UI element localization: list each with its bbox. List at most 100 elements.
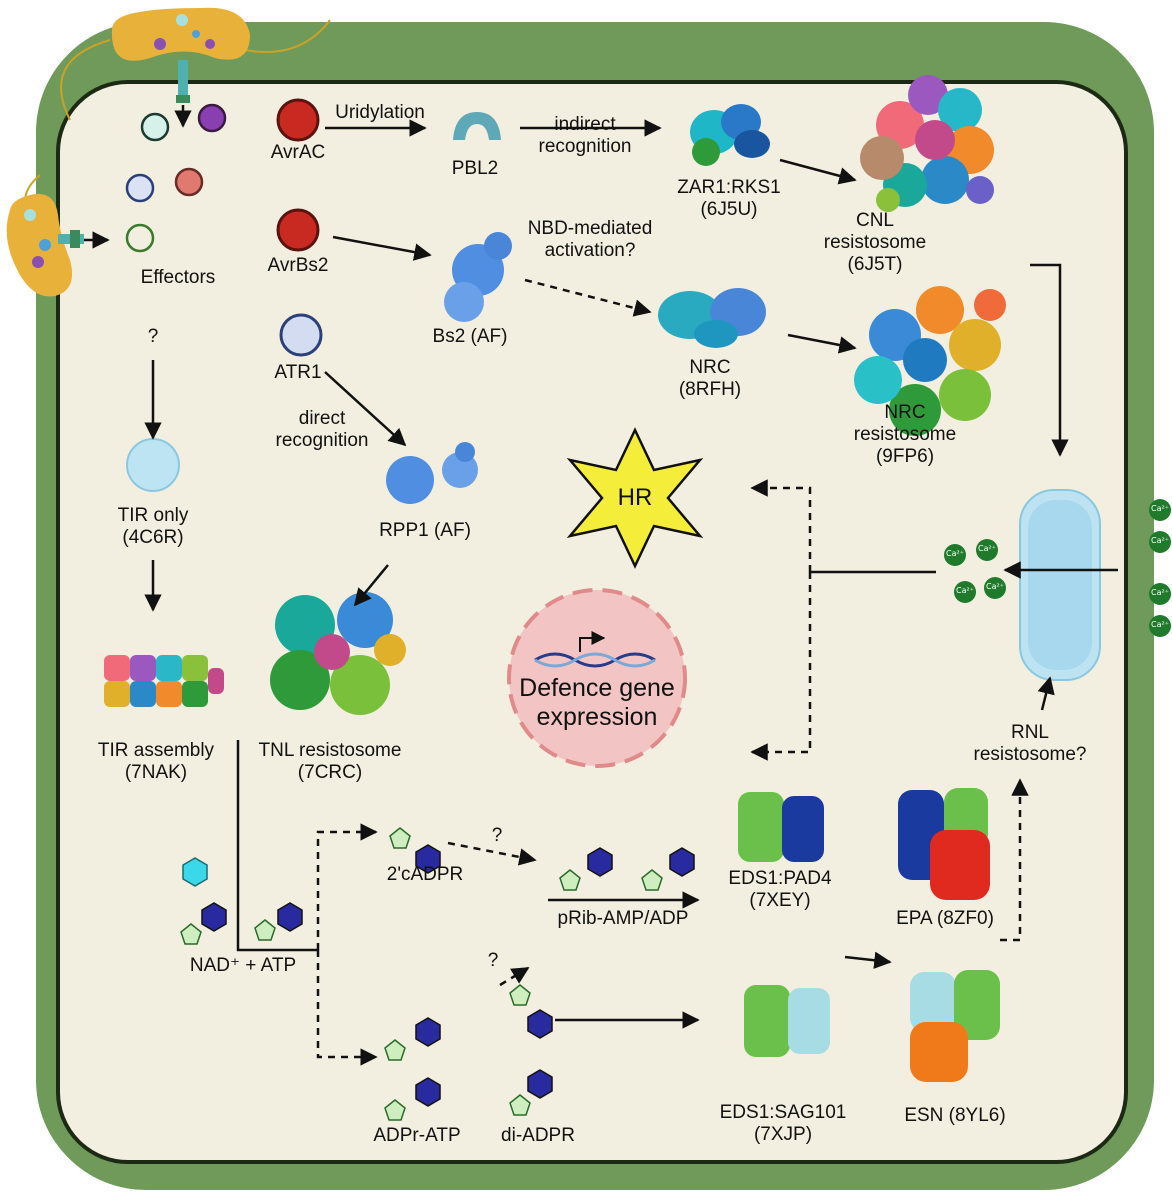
label-eds1-pad4: EDS1:PAD4 (7XEY) bbox=[715, 868, 845, 912]
atr1-circle bbox=[279, 313, 323, 357]
label-avrac: AvrAC bbox=[270, 142, 326, 163]
label-eds1-sag101: EDS1:SAG101 (7XJP) bbox=[708, 1102, 858, 1146]
label-indirect-line2: recognition bbox=[538, 136, 632, 157]
cadpr-molecule bbox=[389, 827, 441, 874]
label-bs2: Bs2 (AF) bbox=[432, 326, 508, 347]
atp-molecule bbox=[254, 902, 303, 941]
prib-molecules bbox=[559, 847, 695, 891]
bacterium-top bbox=[60, 7, 331, 121]
label-zar1-line2: (6J5U) bbox=[700, 199, 758, 220]
label-direct-recognition: direct recognition bbox=[262, 408, 382, 452]
label-defence-gene: Defence gene expression bbox=[512, 674, 682, 732]
tnl-resistosome bbox=[270, 592, 406, 715]
label-direct-line2: recognition bbox=[275, 430, 369, 451]
label-cnl-line3: (6J5T) bbox=[847, 254, 903, 275]
label-nbd-line2: activation? bbox=[544, 240, 636, 261]
label-indirect-line1: indirect bbox=[554, 114, 616, 135]
bs2-protein bbox=[444, 232, 512, 322]
label-tir-only: TIR only (4C6R) bbox=[100, 505, 206, 549]
di-adpr-molecule bbox=[509, 984, 553, 1116]
label-question-low: ? bbox=[487, 950, 499, 971]
label-rpp1: RPP1 (AF) bbox=[379, 520, 471, 541]
avrac-circle bbox=[276, 98, 320, 142]
label-hr: HR bbox=[617, 484, 653, 511]
solid-arrows bbox=[144, 119, 1118, 1029]
label-cadpr: 2'cADPR bbox=[386, 864, 464, 885]
tir-only-protein bbox=[126, 438, 180, 492]
hr-star bbox=[566, 427, 704, 569]
label-rnl-line2: resistosome? bbox=[973, 744, 1087, 765]
eds1-sag101-protein bbox=[744, 985, 830, 1057]
nad-molecule bbox=[180, 857, 227, 945]
nucleus bbox=[507, 588, 687, 768]
ca-label: Ca²⁺ bbox=[1151, 536, 1169, 545]
avrbs2-circle bbox=[276, 208, 320, 252]
label-effectors: Effectors bbox=[140, 267, 216, 288]
label-tnl-resistosome: TNL resistosome (7CRC) bbox=[245, 740, 415, 784]
label-question-left: ? bbox=[147, 326, 159, 347]
calcium-ions bbox=[944, 499, 1171, 637]
label-question-mid: ? bbox=[491, 825, 503, 846]
label-pbl2: PBL2 bbox=[451, 158, 499, 179]
label-eds1pad4-line2: (7XEY) bbox=[749, 890, 811, 911]
label-tir-assembly: TIR assembly (7NAK) bbox=[86, 740, 226, 784]
label-uridylation: Uridylation bbox=[335, 102, 425, 123]
label-nbd-line1: NBD-mediated bbox=[527, 218, 653, 239]
eds1-pad4-protein bbox=[738, 792, 824, 862]
rnl-channel bbox=[1019, 489, 1101, 681]
label-tir-only-line2: (4C6R) bbox=[122, 527, 184, 548]
label-defence-line2: expression bbox=[536, 703, 658, 731]
label-direct-line1: direct bbox=[298, 408, 346, 429]
ca-label: Ca²⁺ bbox=[978, 544, 996, 553]
zar1-protein bbox=[690, 104, 770, 166]
label-cnl-line2: resistosome bbox=[823, 232, 927, 253]
ca-label: Ca²⁺ bbox=[1151, 620, 1169, 629]
label-rnl-line1: RNL bbox=[1010, 722, 1049, 743]
label-eds1sag-line2: (7XJP) bbox=[753, 1124, 813, 1145]
label-rnl-resistosome: RNL resistosome? bbox=[960, 722, 1100, 766]
label-tir-assembly-line2: (7NAK) bbox=[124, 762, 188, 783]
label-tnl-line2: (7CRC) bbox=[297, 762, 363, 783]
label-cnl-line1: CNL bbox=[855, 210, 894, 231]
label-prib: pRib-AMP/ADP bbox=[557, 908, 689, 929]
pbl2-protein bbox=[453, 112, 501, 140]
label-nrcres-line3: (9FP6) bbox=[875, 446, 935, 467]
label-epa: EPA (8ZF0) bbox=[896, 908, 994, 929]
rpp1-protein bbox=[386, 442, 478, 504]
epa-protein bbox=[898, 788, 990, 900]
ca-label: Ca²⁺ bbox=[1151, 588, 1169, 597]
label-cnl-resistosome: CNL resistosome (6J5T) bbox=[810, 210, 940, 276]
label-nrc-line2: (8RFH) bbox=[678, 379, 742, 400]
label-avrbs2: AvrBs2 bbox=[267, 255, 329, 276]
label-di-adpr: di-ADPR bbox=[501, 1125, 575, 1146]
label-atr1: ATR1 bbox=[274, 362, 322, 383]
ca-label: Ca²⁺ bbox=[1151, 504, 1169, 513]
label-zar1: ZAR1:RKS1 (6J5U) bbox=[664, 177, 794, 221]
nrc-protein bbox=[658, 288, 766, 348]
label-nrcres-line2: resistosome bbox=[853, 424, 957, 445]
cnl-resistosome bbox=[860, 75, 994, 212]
effector-circles bbox=[125, 103, 227, 253]
adpr-atp-molecule bbox=[384, 1017, 441, 1121]
label-nrc-resistosome: NRC resistosome (9FP6) bbox=[840, 402, 970, 468]
label-nbd-activation: NBD-mediated activation? bbox=[510, 218, 670, 262]
tir-assembly bbox=[104, 655, 224, 707]
label-tir-assembly-line1: TIR assembly bbox=[97, 740, 215, 761]
bacterium-left bbox=[6, 174, 84, 297]
label-nrcres-line1: NRC bbox=[884, 402, 926, 423]
ca-label: Ca²⁺ bbox=[946, 549, 964, 558]
nrc-resistosome bbox=[854, 286, 1006, 436]
label-nrc: NRC (8RFH) bbox=[660, 357, 760, 401]
esn-protein bbox=[910, 970, 1000, 1082]
label-defence-line1: Defence gene bbox=[519, 674, 675, 702]
label-eds1pad4-line1: EDS1:PAD4 bbox=[728, 868, 832, 889]
label-eds1sag-line1: EDS1:SAG101 bbox=[719, 1102, 847, 1123]
label-tnl-line1: TNL resistosome bbox=[258, 740, 402, 761]
dashed-arrows bbox=[316, 278, 1029, 1066]
label-nad-atp: NAD⁺ + ATP bbox=[189, 955, 297, 976]
label-zar1-line1: ZAR1:RKS1 bbox=[677, 177, 781, 198]
label-indirect-recognition: indirect recognition bbox=[530, 114, 640, 158]
ca-label: Ca²⁺ bbox=[986, 582, 1004, 591]
